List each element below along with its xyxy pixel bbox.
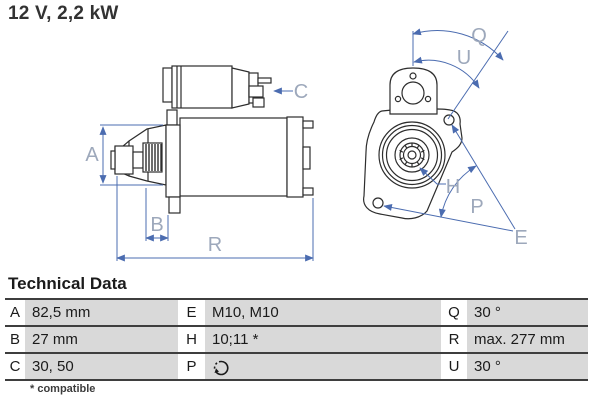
bearing-and-pinion <box>378 121 446 189</box>
param-key: C <box>5 354 25 379</box>
front-view-drawing: Q U E P H <box>363 25 528 249</box>
param-value: 30 ° <box>467 354 588 379</box>
table-row: A 82,5 mm E M10, M10 Q 30 ° <box>5 300 588 327</box>
param-value: 10;11 * <box>205 327 441 352</box>
dimension-label-b: B <box>150 214 163 236</box>
param-key: P <box>178 354 205 379</box>
param-key: A <box>5 300 25 325</box>
rotation-direction-icon <box>213 360 229 375</box>
dimension-label-e: E <box>514 227 527 249</box>
dimension-h: H <box>419 167 460 198</box>
dimension-a: A <box>85 124 163 186</box>
param-key: R <box>441 327 467 352</box>
dimension-label-h: H <box>446 176 460 198</box>
mounting-hole-bottom <box>372 197 384 209</box>
param-value: M10, M10 <box>205 300 441 325</box>
side-view-drawing: A B R C <box>85 65 314 262</box>
param-key: B <box>5 327 25 352</box>
param-value: 30, 50 <box>25 354 178 379</box>
motor-body <box>179 116 314 198</box>
dimension-u: U <box>413 47 480 89</box>
param-value: 82,5 mm <box>25 300 178 325</box>
technical-drawing: A B R C <box>85 25 528 262</box>
compatible-footnote: * compatible <box>30 383 96 395</box>
table-row: C 30, 50 P U 30 ° <box>5 354 588 381</box>
technical-data-table: A 82,5 mm E M10, M10 Q 30 ° B 27 mm H 10… <box>5 298 588 381</box>
param-value: max. 277 mm <box>467 327 588 352</box>
solenoid-terminal <box>257 77 272 84</box>
mounting-flange-plate <box>165 109 181 214</box>
dimension-label-q: Q <box>471 25 487 47</box>
param-key: E <box>178 300 205 325</box>
table-row: B 27 mm H 10;11 * R max. 277 mm <box>5 327 588 354</box>
dimension-label-p: P <box>470 196 483 218</box>
param-value: 27 mm <box>25 327 178 352</box>
pinion-gear <box>142 142 163 173</box>
param-key: Q <box>441 300 467 325</box>
dimension-c: C <box>273 81 308 103</box>
dimension-b: B <box>145 188 169 242</box>
dimension-r: R <box>116 176 314 262</box>
dimension-label-r: R <box>208 234 222 256</box>
dimension-p: P <box>438 165 484 218</box>
param-key: H <box>178 327 205 352</box>
drive-end-housing <box>110 124 167 186</box>
mounting-hole-top <box>443 114 455 126</box>
param-value-rotation <box>205 354 441 379</box>
dimension-label-c: C <box>294 81 308 103</box>
page-title: 12 V, 2,2 kW <box>8 3 119 24</box>
param-value: 30 ° <box>467 300 588 325</box>
dimension-label-u: U <box>457 47 471 69</box>
solenoid-boss <box>389 67 438 115</box>
param-key: U <box>441 354 467 379</box>
dimension-e: E <box>383 124 528 249</box>
solenoid <box>162 65 272 109</box>
dimension-label-a: A <box>85 144 99 166</box>
technical-data-heading: Technical Data <box>8 274 127 293</box>
